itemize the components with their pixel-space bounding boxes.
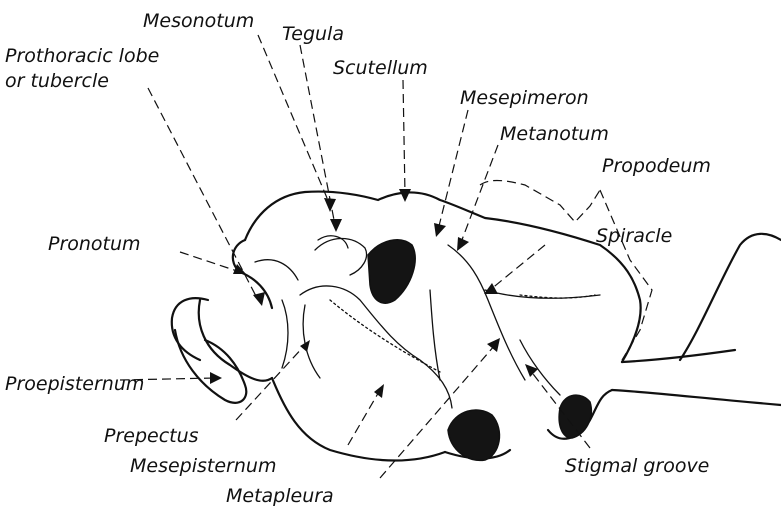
arrow-metapleura (487, 338, 500, 352)
arrow-tegula (330, 219, 342, 232)
arrow-mesepimeron (434, 223, 446, 237)
label-mesonotum: Mesonotum (143, 10, 254, 32)
label-prothoracic-lobe-line2: or tubercle (5, 70, 109, 92)
arrow-metanotum (457, 237, 469, 251)
label-mesepisternum: Mesepisternum (130, 455, 276, 477)
label-prothoracic-lobe-line1: Prothoracic lobe (5, 45, 159, 67)
label-propodeum: Propodeum (602, 155, 711, 177)
arrow-mesepisternum (374, 384, 384, 398)
arrow-mesonotum (324, 198, 336, 212)
label-proepisternum: Proepisternum (5, 373, 144, 395)
label-metapleura: Metapleura (226, 485, 334, 507)
label-scutellum: Scutellum (333, 57, 428, 79)
label-pronotum: Pronotum (48, 233, 141, 255)
label-prepectus: Prepectus (104, 425, 199, 447)
label-metanotum: Metanotum (500, 123, 609, 145)
arrow-proepisternum (210, 372, 222, 384)
labels: Mesonotum Tegula Prothoracic lobe or tub… (5, 10, 711, 507)
label-stigmal-groove: Stigmal groove (565, 455, 709, 477)
arrow-scutellum (399, 189, 411, 202)
label-mesepimeron: Mesepimeron (460, 87, 589, 109)
label-spiracle: Spiracle (596, 225, 672, 247)
thorax-drawing (172, 192, 781, 461)
label-tegula: Tegula (282, 23, 344, 45)
